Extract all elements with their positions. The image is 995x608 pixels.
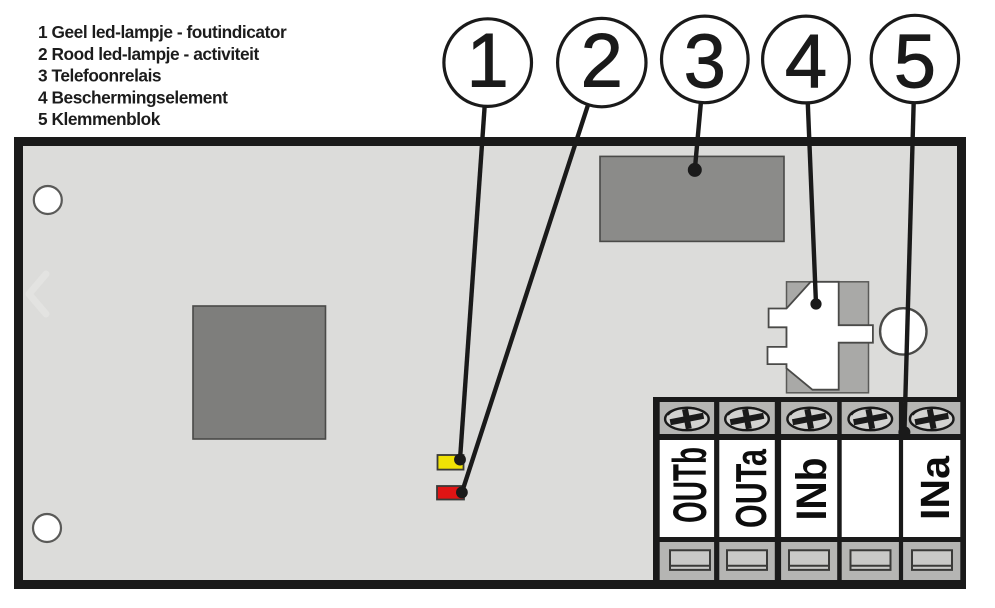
svg-text:1: 1: [467, 19, 509, 104]
svg-text:INa: INa: [912, 455, 958, 520]
svg-text:INb: INb: [789, 458, 836, 521]
svg-text:5 Klemmenblok: 5 Klemmenblok: [38, 109, 161, 129]
svg-text:3: 3: [684, 20, 726, 105]
svg-text:3 Telefoonrelais: 3 Telefoonrelais: [38, 66, 161, 86]
svg-text:OUTb: OUTb: [663, 447, 716, 523]
svg-text:2 Rood led-lampje - activiteit: 2 Rood led-lampje - activiteit: [38, 44, 259, 64]
svg-text:4 Beschermingselement: 4 Beschermingselement: [38, 87, 228, 107]
svg-text:OUTa: OUTa: [727, 449, 776, 528]
svg-text:4: 4: [785, 20, 827, 105]
svg-text:1 Geel led-lampje - foutindica: 1 Geel led-lampje - foutindicator: [38, 22, 287, 42]
svg-text:5: 5: [894, 20, 936, 105]
svg-text:2: 2: [581, 19, 623, 104]
